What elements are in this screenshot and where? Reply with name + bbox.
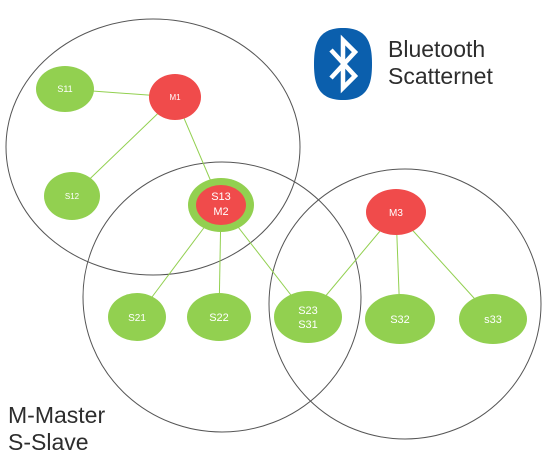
- node-s21-label: S21: [128, 313, 146, 324]
- node-s22-shape: [187, 293, 251, 341]
- node-s23-s31[interactable]: S23 S31: [274, 291, 342, 343]
- node-m3-label: M3: [389, 208, 403, 219]
- title-line-2: Scatternet: [388, 63, 493, 89]
- node-s23-s31-label-1: S23: [298, 305, 318, 317]
- node-s13-m2[interactable]: S13 M2: [188, 178, 254, 232]
- node-m1-label: M1: [169, 93, 181, 102]
- node-m1[interactable]: M1: [149, 74, 201, 120]
- node-m1-shape: [149, 74, 201, 120]
- node-s32-shape: [365, 294, 435, 344]
- node-s22[interactable]: S22: [187, 293, 251, 341]
- node-s12[interactable]: S12: [44, 172, 100, 220]
- node-s13-m2-label-1: S13: [211, 191, 231, 203]
- node-s21-shape: [108, 293, 166, 341]
- bluetooth-rune-icon: [329, 34, 359, 94]
- piconet-2: [82, 161, 362, 433]
- bluetooth-logo: [314, 28, 372, 100]
- node-s33-label: s33: [484, 314, 502, 326]
- node-s33-shape: [459, 294, 527, 344]
- node-s12-shape: [44, 172, 100, 220]
- node-s21[interactable]: S21: [108, 293, 166, 341]
- node-s22-label: S22: [209, 312, 229, 324]
- node-s13-m2-shape: [196, 185, 246, 225]
- node-s11-label: S11: [57, 84, 72, 94]
- node-s32[interactable]: S32: [365, 294, 435, 344]
- node-m3[interactable]: M3: [366, 189, 426, 235]
- piconet-1: [5, 18, 301, 276]
- node-s32-label: S32: [390, 314, 410, 326]
- node-s23-s31-shape: [274, 291, 342, 343]
- legend-master: M-Master: [8, 402, 106, 428]
- nodes: S11 M1 S12 S13 M2 S21 S22 S23 S31: [36, 66, 527, 344]
- node-s23-s31-label-2: S31: [298, 319, 318, 331]
- links: [64, 88, 494, 320]
- node-s33[interactable]: s33: [459, 294, 527, 344]
- node-m3-shape: [366, 189, 426, 235]
- piconets: [5, 18, 542, 440]
- node-s12-label: S12: [65, 192, 80, 201]
- legend-slave: S-Slave: [8, 429, 89, 455]
- node-s11-shape: [36, 66, 94, 112]
- node-s13-m2-label-2: M2: [213, 206, 228, 218]
- node-s11[interactable]: S11: [36, 66, 94, 112]
- title-line-1: Bluetooth: [388, 36, 486, 62]
- piconet-3: [268, 168, 542, 440]
